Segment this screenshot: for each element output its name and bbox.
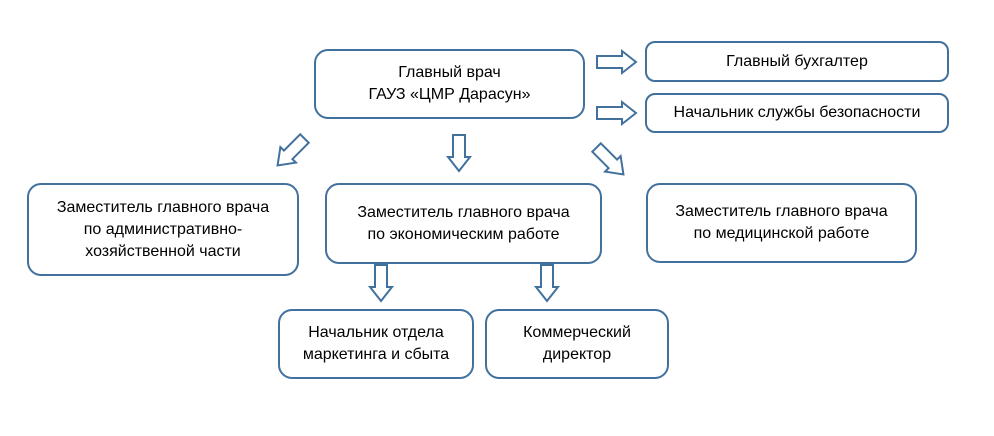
- deputy-med-line1: Заместитель главного врача: [675, 203, 888, 220]
- chief-accountant-box: Главный бухгалтер: [645, 41, 949, 82]
- deputy-med-line2: по медицинской работе: [693, 225, 870, 242]
- chief-org: ГАУЗ «ЦМР Дарасун»: [368, 86, 531, 103]
- security-head-label: Начальник службы безопасности: [673, 104, 921, 121]
- arrow-to-deputy-econ: [445, 134, 473, 173]
- deputy-admin-box: Заместитель главного врача по администра…: [27, 183, 299, 276]
- deputy-econ-line1: Заместитель главного врача: [357, 203, 570, 221]
- deputy-med-box: Заместитель главного врача по медицинско…: [646, 183, 917, 263]
- deputy-econ-box: Заместитель главного врача по экономичес…: [325, 183, 602, 264]
- marketing-head-line1: Начальник отдела: [308, 324, 444, 341]
- chief-accountant-label: Главный бухгалтер: [726, 52, 868, 70]
- arrow-to-chief-accountant: [596, 48, 638, 76]
- security-head-box: Начальник службы безопасности: [645, 93, 949, 133]
- chief-doctor-box: Главный врач ГАУЗ «ЦМР Дарасун»: [314, 49, 585, 119]
- deputy-econ-line2: по экономическим работе: [367, 225, 560, 243]
- arrow-to-deputy-admin: [276, 132, 311, 167]
- commercial-director-line1: Коммерческий: [523, 324, 631, 341]
- deputy-admin-line2: по административно-: [83, 220, 243, 238]
- arrow-to-security-head: [596, 99, 638, 127]
- chief-title: Главный врач: [398, 64, 501, 81]
- arrow-to-deputy-med: [590, 141, 625, 176]
- arrow-to-marketing-head: [367, 264, 395, 303]
- commercial-director-box: Коммерческий директор: [485, 309, 669, 379]
- arrow-to-commercial-director: [533, 264, 561, 303]
- deputy-admin-line3: хозяйственной части: [85, 242, 241, 260]
- deputy-admin-line1: Заместитель главного врача: [56, 198, 270, 216]
- marketing-head-box: Начальник отдела маркетинга и сбыта: [278, 309, 474, 379]
- commercial-director-line2: директор: [542, 346, 612, 363]
- marketing-head-line2: маркетинга и сбыта: [302, 346, 450, 363]
